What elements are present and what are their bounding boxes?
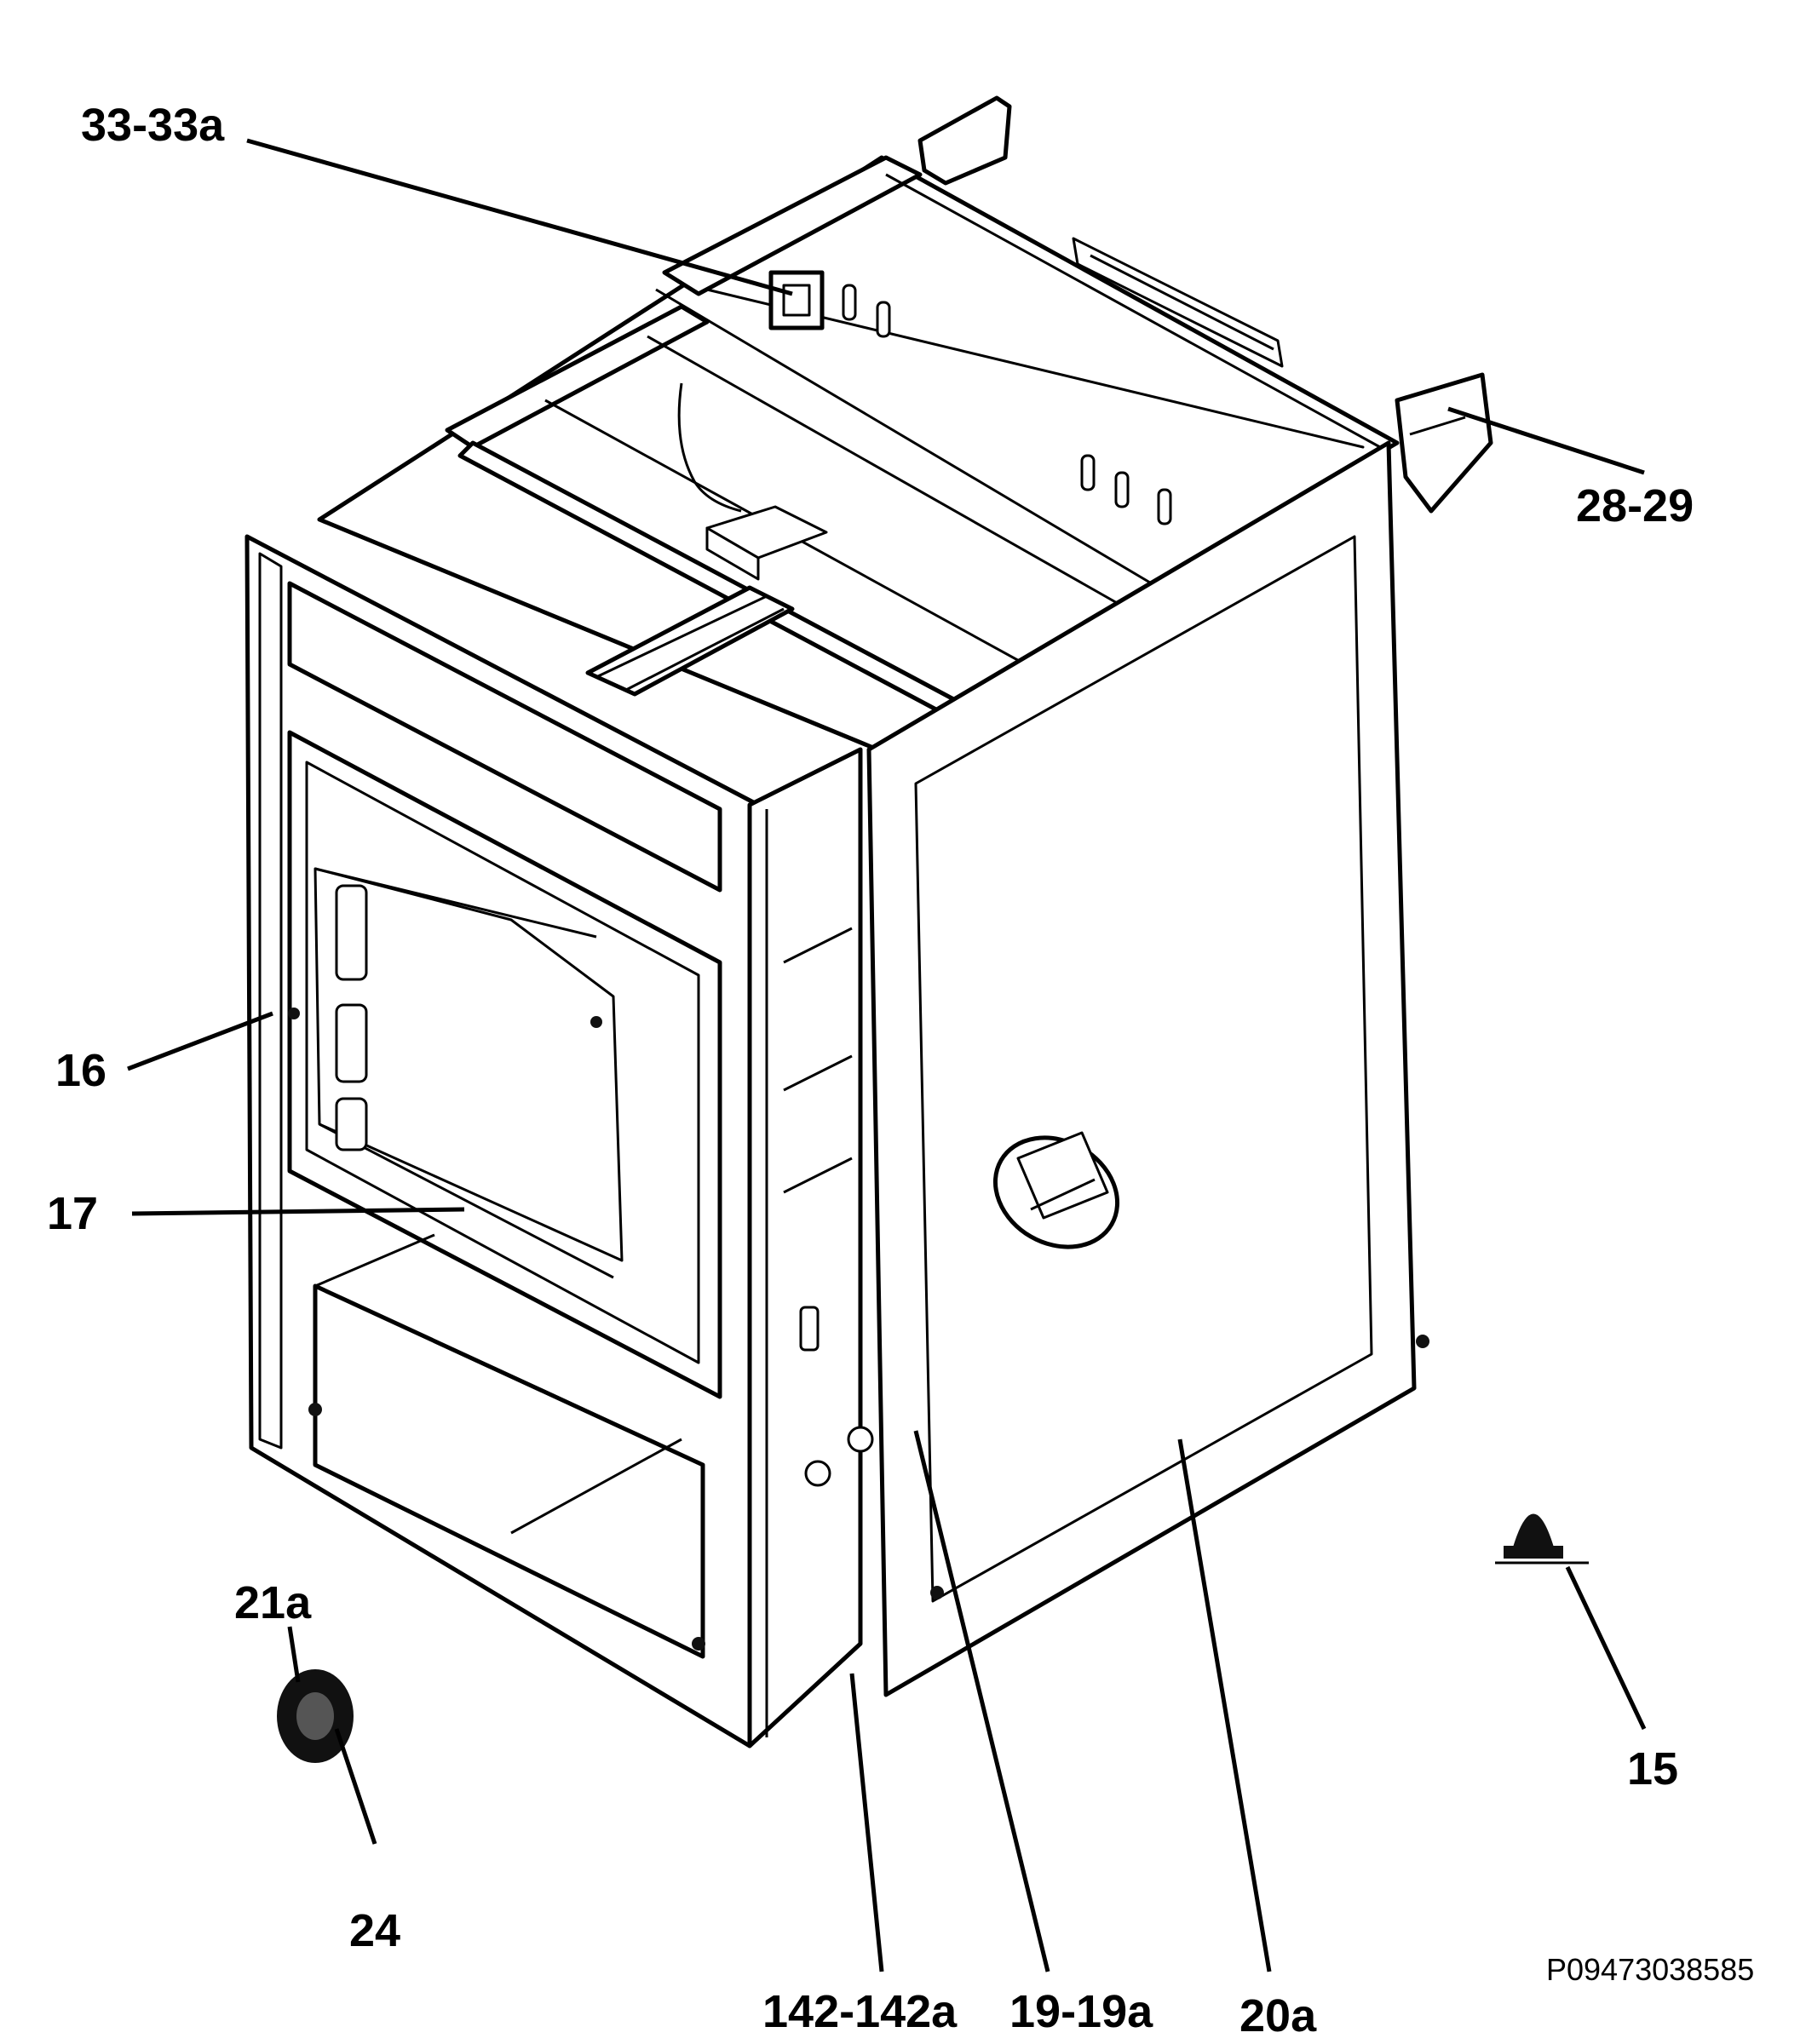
- front-panel: [244, 534, 761, 1748]
- leader-17: [131, 1207, 465, 1216]
- motor-part: [277, 1669, 354, 1763]
- callout-33-33a: 33-33a: [81, 100, 225, 151]
- callout-labels: 33-33a 28-29 16 17 21a 24 142-142a 19-19…: [47, 100, 1754, 2041]
- callout-28-29: 28-29: [1576, 480, 1694, 531]
- leader-lines: [127, 138, 1647, 1972]
- callout-19-19a: 19-19a: [1009, 1986, 1153, 2037]
- callout-21a: 21a: [234, 1577, 312, 1628]
- reference-code: P09473038585: [1546, 1952, 1754, 1987]
- leader-28: [1447, 406, 1645, 475]
- callout-24: 24: [349, 1905, 400, 1956]
- callout-142-142a: 142-142a: [762, 1986, 958, 2037]
- leader-16: [127, 1011, 273, 1071]
- leader-33: [246, 138, 793, 296]
- leader-21a: [287, 1626, 301, 1683]
- callout-17: 17: [47, 1188, 98, 1239]
- leader-24: [334, 1728, 377, 1845]
- callout-16: 16: [55, 1045, 106, 1096]
- leader-142: [849, 1673, 884, 1972]
- foot-part: [1495, 1513, 1589, 1565]
- leader-19: [913, 1430, 1050, 1972]
- side-panel: [866, 440, 1429, 1697]
- leader-20a: [1177, 1438, 1272, 1972]
- callout-15: 15: [1627, 1743, 1678, 1794]
- callout-20a: 20a: [1239, 1990, 1317, 2041]
- leader-15: [1565, 1565, 1647, 1731]
- side-channel: [747, 747, 874, 1748]
